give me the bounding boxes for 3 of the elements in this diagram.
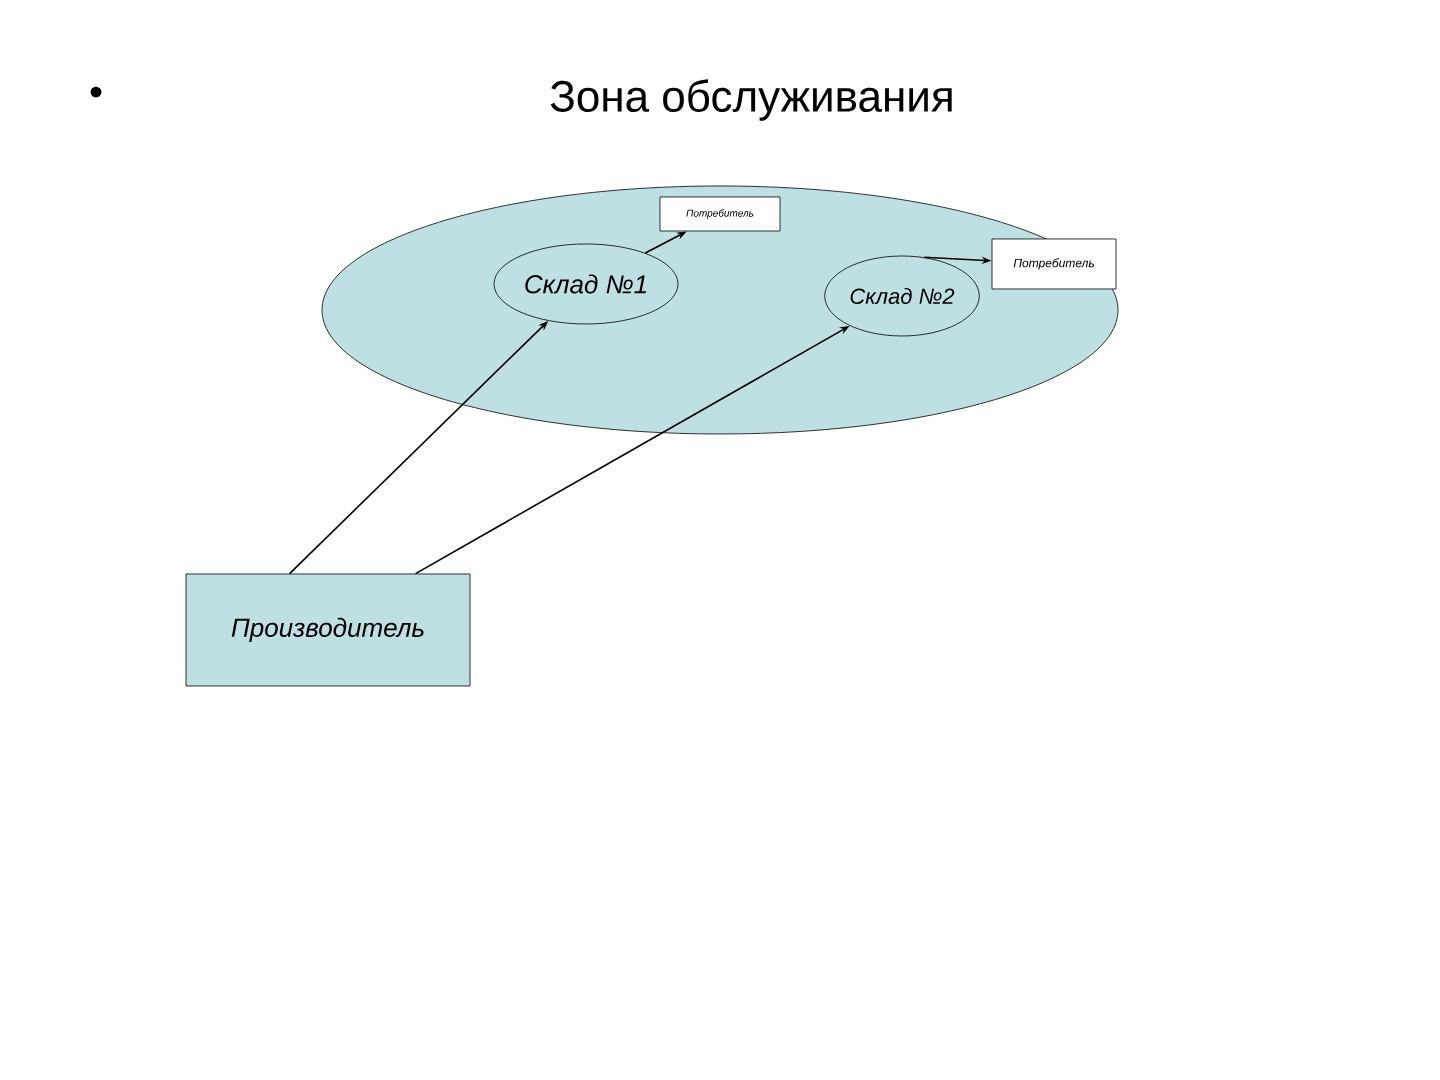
producer-box: Производитель (185, 573, 471, 687)
title: Зона обслуживания (550, 79, 952, 121)
bullet-mark: • (90, 86, 102, 98)
